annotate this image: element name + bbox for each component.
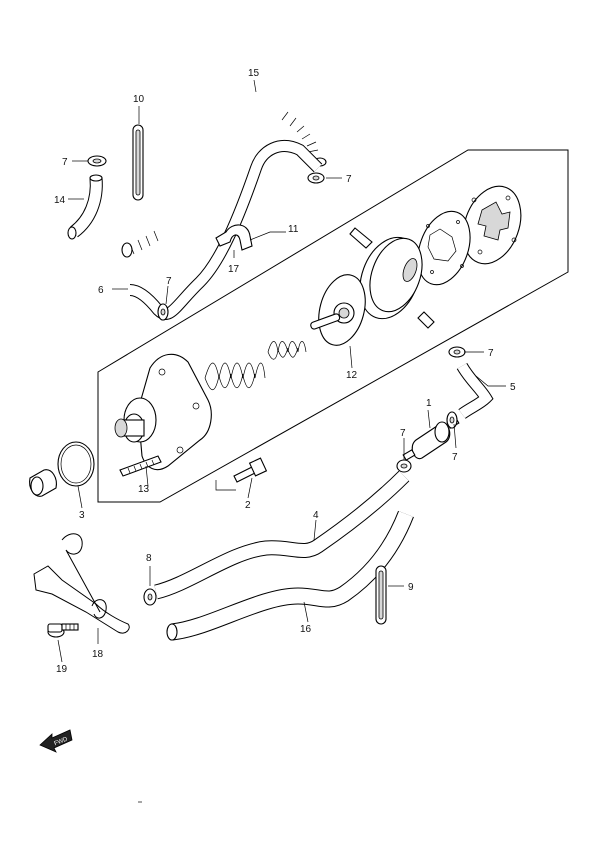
clip-7-right-mid [448,346,466,358]
pump-cover-outer [462,185,522,265]
callout-4: 4 [313,510,319,521]
callout-14: 14 [54,195,66,206]
fwd-arrow-icon: FWD [39,729,73,753]
hose-6 [129,140,323,320]
clip-7-filter-left [396,459,412,473]
callout-10: 10 [133,94,145,105]
leader-lines [57,79,506,663]
clip-7-upper-left [87,155,107,167]
callout-7-c: 7 [166,276,172,287]
callout-5: 5 [510,382,516,393]
callout-1: 1 [426,398,432,409]
pump-diaphragm-gasket [417,210,471,286]
clip-7-right-upper [307,172,325,184]
hose-4 [154,470,410,600]
hose-14 [67,174,103,240]
callout-6: 6 [98,285,104,296]
callout-15: 15 [248,68,260,79]
callout-7-d: 7 [488,348,494,359]
clip-7-mid-left [157,303,169,321]
callout-16: 16 [300,624,312,635]
callout-7-a: 7 [62,157,68,168]
plug [29,469,57,497]
clamp-9 [375,565,387,625]
callout-8: 8 [146,553,152,564]
spring-small [267,341,307,360]
bolt-2 [233,457,268,483]
callout-2: 2 [245,500,251,511]
diaphragm-plate-12 [310,274,366,346]
callout-7-b: 7 [346,174,352,185]
o-ring-3 [57,441,95,487]
wire-bracket-18 [33,533,130,634]
clip-7-right-lower [446,411,458,429]
callout-12: 12 [346,370,358,381]
fwd-label: FWD [54,736,70,747]
hose-16 [166,510,414,641]
pump-body [349,227,435,329]
bolt-19 [47,623,79,638]
pump-base-13 [114,353,212,477]
callout-11: 11 [288,224,299,235]
fuel-filter-1 [402,417,460,461]
clip-8 [143,588,157,606]
callout-19: 19 [56,664,68,675]
callout-18: 18 [92,649,104,660]
callout-9: 9 [408,582,414,593]
bracket-17 [215,224,253,251]
callout-17: 17 [228,264,240,275]
assembly-box-outline [97,149,569,503]
callout-7-e: 7 [400,428,406,439]
callout-13: 13 [138,484,150,495]
callout-3: 3 [79,510,85,521]
callout-7-f: 7 [452,452,458,463]
callout-labels: 15 10 7 14 7 11 17 6 7 7 5 12 1 7 7 13 2… [54,68,516,675]
hose-5 [456,362,494,419]
clamp-10 [132,124,144,201]
spring-large [204,362,266,391]
